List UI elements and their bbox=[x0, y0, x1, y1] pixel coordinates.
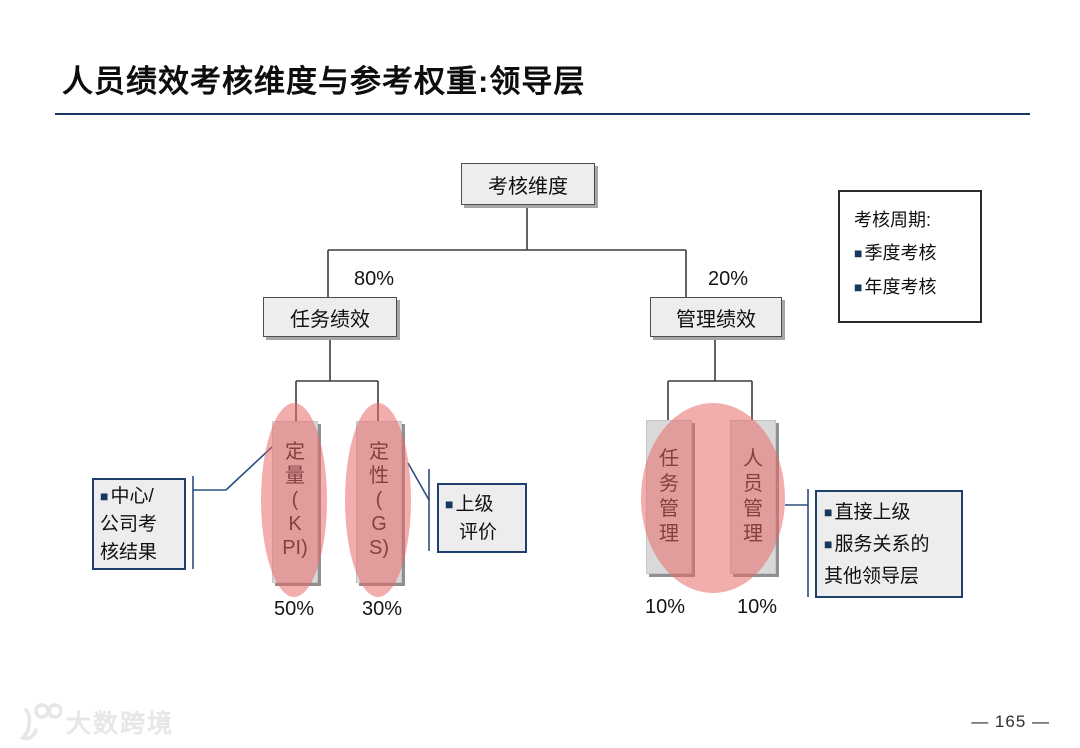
title-underline bbox=[55, 113, 1030, 115]
callout-superior-evaluation: ■上级 评价 bbox=[437, 483, 527, 553]
square-bullet-icon: ■ bbox=[854, 279, 863, 295]
highlight-ellipse-management bbox=[641, 403, 785, 593]
weight-quantitative: 50% bbox=[273, 598, 315, 620]
square-bullet-icon: ■ bbox=[824, 504, 833, 520]
watermark-logo: 大数跨境 bbox=[16, 700, 174, 744]
assessment-cycle-item: ■年度考核 bbox=[854, 277, 937, 297]
node-management-performance: 管理绩效 bbox=[650, 297, 782, 337]
assessment-cycle-heading: 考核周期: bbox=[854, 210, 932, 230]
square-bullet-icon: ■ bbox=[100, 488, 109, 504]
weight-task-management: 10% bbox=[644, 596, 686, 618]
node-task-performance: 任务绩效 bbox=[263, 297, 397, 337]
square-bullet-icon: ■ bbox=[824, 536, 833, 552]
assessment-cycle-box: 考核周期: ■季度考核 ■年度考核 bbox=[838, 190, 982, 323]
watermark-logo-text: 大数跨境 bbox=[66, 710, 175, 738]
weight-staff-management: 10% bbox=[736, 596, 778, 618]
highlight-ellipse-kpi bbox=[261, 403, 327, 597]
node-assessment-dimensions: 考核维度 bbox=[461, 163, 595, 205]
page-number: — 165 — bbox=[971, 712, 1050, 731]
callout-direct-superior: ■直接上级 ■服务关系的 其他领导层 bbox=[815, 490, 963, 598]
square-bullet-icon: ■ bbox=[854, 245, 863, 261]
page-title: 人员绩效考核维度与参考权重:领导层 bbox=[62, 64, 586, 99]
highlight-ellipse-gs bbox=[345, 403, 411, 597]
weight-qualitative: 30% bbox=[361, 598, 403, 620]
callout-center-company-result: ■中心/ 公司考 核结果 bbox=[92, 478, 186, 570]
logo-mark-icon bbox=[19, 703, 62, 741]
weight-task-performance: 80% bbox=[353, 268, 395, 290]
weight-management-performance: 20% bbox=[707, 268, 749, 290]
assessment-cycle-item: ■季度考核 bbox=[854, 243, 937, 263]
square-bullet-icon: ■ bbox=[445, 496, 454, 512]
